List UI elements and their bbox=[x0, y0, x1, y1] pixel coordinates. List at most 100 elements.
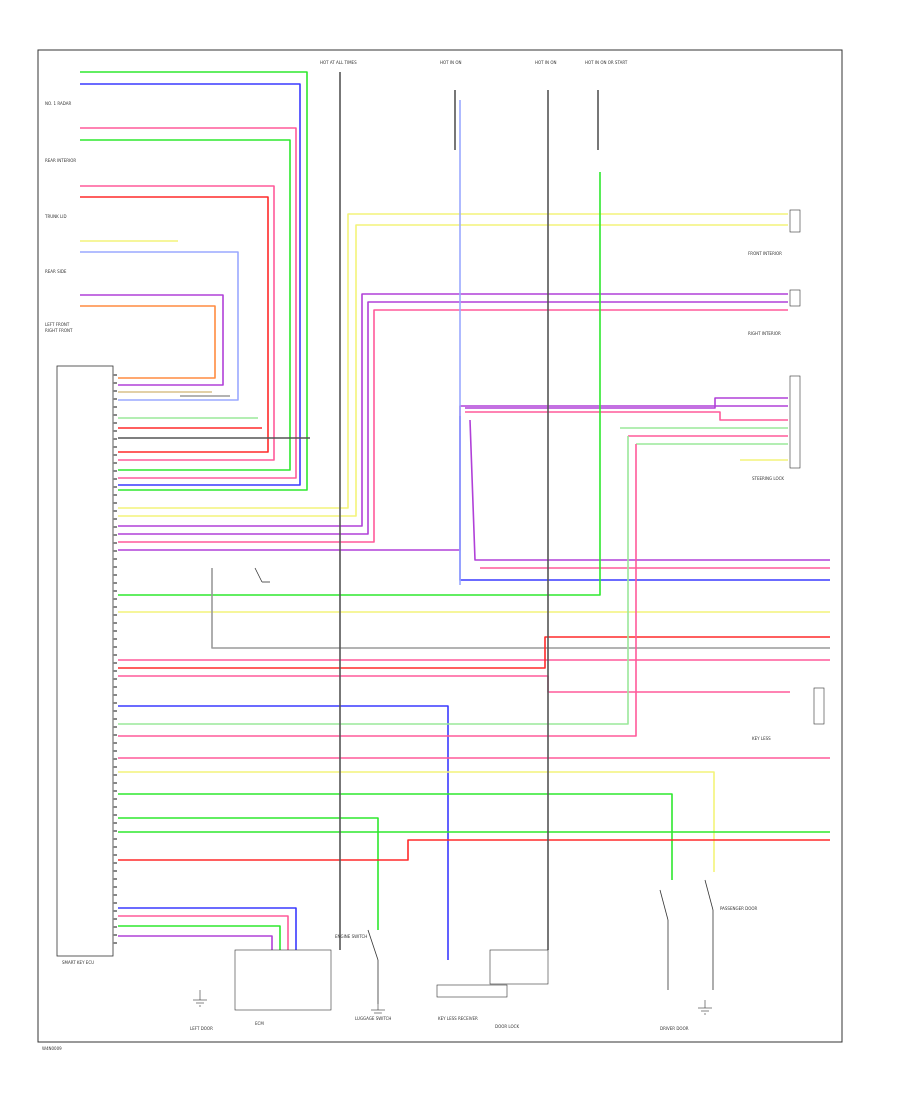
key-less-connector bbox=[813, 687, 825, 725]
ecu-pin bbox=[113, 494, 117, 496]
wire-trace bbox=[118, 301, 788, 535]
bottom-component-label-3: LUGGAGE SWITCH bbox=[355, 1016, 391, 1021]
wire-trace bbox=[118, 925, 281, 950]
ecu-pin bbox=[113, 446, 117, 448]
ecu-pin bbox=[113, 942, 117, 944]
smart-key-ecu-box bbox=[56, 365, 114, 957]
steering-lock-connector bbox=[789, 375, 801, 469]
ecu-pin bbox=[113, 822, 117, 824]
ecu-pin bbox=[113, 918, 117, 920]
wire-trace bbox=[80, 196, 269, 453]
wire-trace bbox=[118, 436, 629, 725]
ecu-pin bbox=[113, 614, 117, 616]
fuse-label-3: HOT IN ON bbox=[535, 60, 556, 65]
bottom-component-label-7: LEFT DOOR bbox=[190, 1026, 213, 1031]
ecu-pin bbox=[113, 670, 117, 672]
wire-trace bbox=[80, 185, 275, 461]
wire-trace bbox=[118, 444, 637, 737]
ecu-pin bbox=[113, 854, 117, 856]
wire-trace bbox=[118, 293, 788, 527]
ecu-pin bbox=[113, 830, 117, 832]
wire-trace bbox=[118, 771, 715, 872]
ecu-pin bbox=[113, 598, 117, 600]
ecu-pin bbox=[113, 846, 117, 848]
ecu-pin bbox=[113, 518, 117, 520]
ground-symbol-left bbox=[193, 990, 207, 1007]
ecu-pin bbox=[113, 558, 117, 560]
ecu-pin bbox=[113, 574, 117, 576]
ecu-pin bbox=[113, 910, 117, 912]
left-connector-label-1: NO. 1 RADAR bbox=[45, 101, 71, 106]
luggage-switch-symbol bbox=[367, 929, 379, 1004]
ecu-pin bbox=[113, 542, 117, 544]
ecu-pin bbox=[113, 414, 117, 416]
wire-trace bbox=[80, 251, 239, 401]
left-connector-label-6: RIGHT FRONT bbox=[45, 328, 73, 333]
ground-symbol-right bbox=[698, 1000, 712, 1015]
passenger-door-switch-symbol bbox=[704, 879, 714, 990]
ecu-pin bbox=[113, 390, 117, 392]
wire-trace bbox=[469, 419, 830, 561]
ecu-pin bbox=[113, 462, 117, 464]
ecu-pin bbox=[113, 438, 117, 440]
ecu-pin bbox=[113, 806, 117, 808]
fuse-label-4: HOT IN ON OR START bbox=[585, 60, 628, 65]
wire-trace bbox=[118, 224, 788, 517]
key-less-receiver-box bbox=[436, 984, 508, 998]
wire-trace bbox=[465, 397, 788, 409]
bottom-component-label-8: DRIVER DOOR bbox=[660, 1026, 689, 1031]
wire-trace bbox=[118, 793, 673, 880]
wire-trace bbox=[118, 907, 297, 950]
ecu-pin bbox=[113, 686, 117, 688]
ecu-pin bbox=[113, 510, 117, 512]
wire-trace bbox=[118, 839, 830, 861]
right-connector-label-3: STEERING LOCK bbox=[752, 476, 784, 481]
ecu-pin bbox=[113, 622, 117, 624]
ecu-pin bbox=[113, 718, 117, 720]
ecu-pin bbox=[113, 470, 117, 472]
left-connector-label-3: TRUNK LID bbox=[44, 214, 67, 219]
wire-trace bbox=[465, 411, 788, 421]
ecu-pin bbox=[113, 630, 117, 632]
left-connector-label-4: REAR SIDE bbox=[45, 269, 67, 274]
ecu-pin bbox=[113, 902, 117, 904]
ecu-pin bbox=[113, 862, 117, 864]
ecu-pin bbox=[113, 646, 117, 648]
ecu-pin bbox=[113, 702, 117, 704]
ecu-pin bbox=[113, 886, 117, 888]
bottom-component-label-2: ENGINE SWITCH bbox=[335, 934, 367, 939]
ecu-pin bbox=[113, 638, 117, 640]
ecu-pin bbox=[113, 422, 117, 424]
ecu-pin bbox=[113, 838, 117, 840]
ecu-pin bbox=[113, 814, 117, 816]
fuse-label-1: HOT AT ALL TIMES bbox=[320, 60, 357, 65]
ecu-pin bbox=[113, 654, 117, 656]
ecu-pin bbox=[113, 878, 117, 880]
ecu-pin bbox=[113, 926, 117, 928]
right-connector-label-4: KEY LESS bbox=[752, 736, 771, 741]
right-connector-label-1: FRONT INTERIOR bbox=[748, 251, 782, 256]
ecu-pin bbox=[113, 534, 117, 536]
ecm-box bbox=[234, 949, 332, 1011]
bottom-component-label-1: ECM bbox=[255, 1021, 264, 1026]
ecu-pin bbox=[113, 566, 117, 568]
left-connector-label-5: LEFT FRONT bbox=[45, 322, 70, 327]
fuse-label-2: HOT IN ON bbox=[440, 60, 461, 65]
wire-trace bbox=[80, 71, 308, 491]
ecu-pin bbox=[113, 606, 117, 608]
ecu-pin bbox=[113, 750, 117, 752]
wire-trace bbox=[118, 636, 830, 669]
ecu-pin bbox=[113, 694, 117, 696]
ecu-pin bbox=[113, 550, 117, 552]
wires-group bbox=[80, 71, 830, 960]
ecu-pin bbox=[113, 486, 117, 488]
ecu-pin bbox=[113, 662, 117, 664]
ecu-pin bbox=[113, 798, 117, 800]
driver-door-switch-symbol bbox=[659, 889, 669, 990]
left-connector-label-2: REAR INTERIOR bbox=[45, 158, 76, 163]
wire-trace bbox=[80, 127, 297, 479]
ecu-pin bbox=[113, 758, 117, 760]
ecu-pins-group bbox=[113, 374, 117, 944]
ecu-pin bbox=[113, 782, 117, 784]
wire-trace bbox=[118, 213, 788, 509]
